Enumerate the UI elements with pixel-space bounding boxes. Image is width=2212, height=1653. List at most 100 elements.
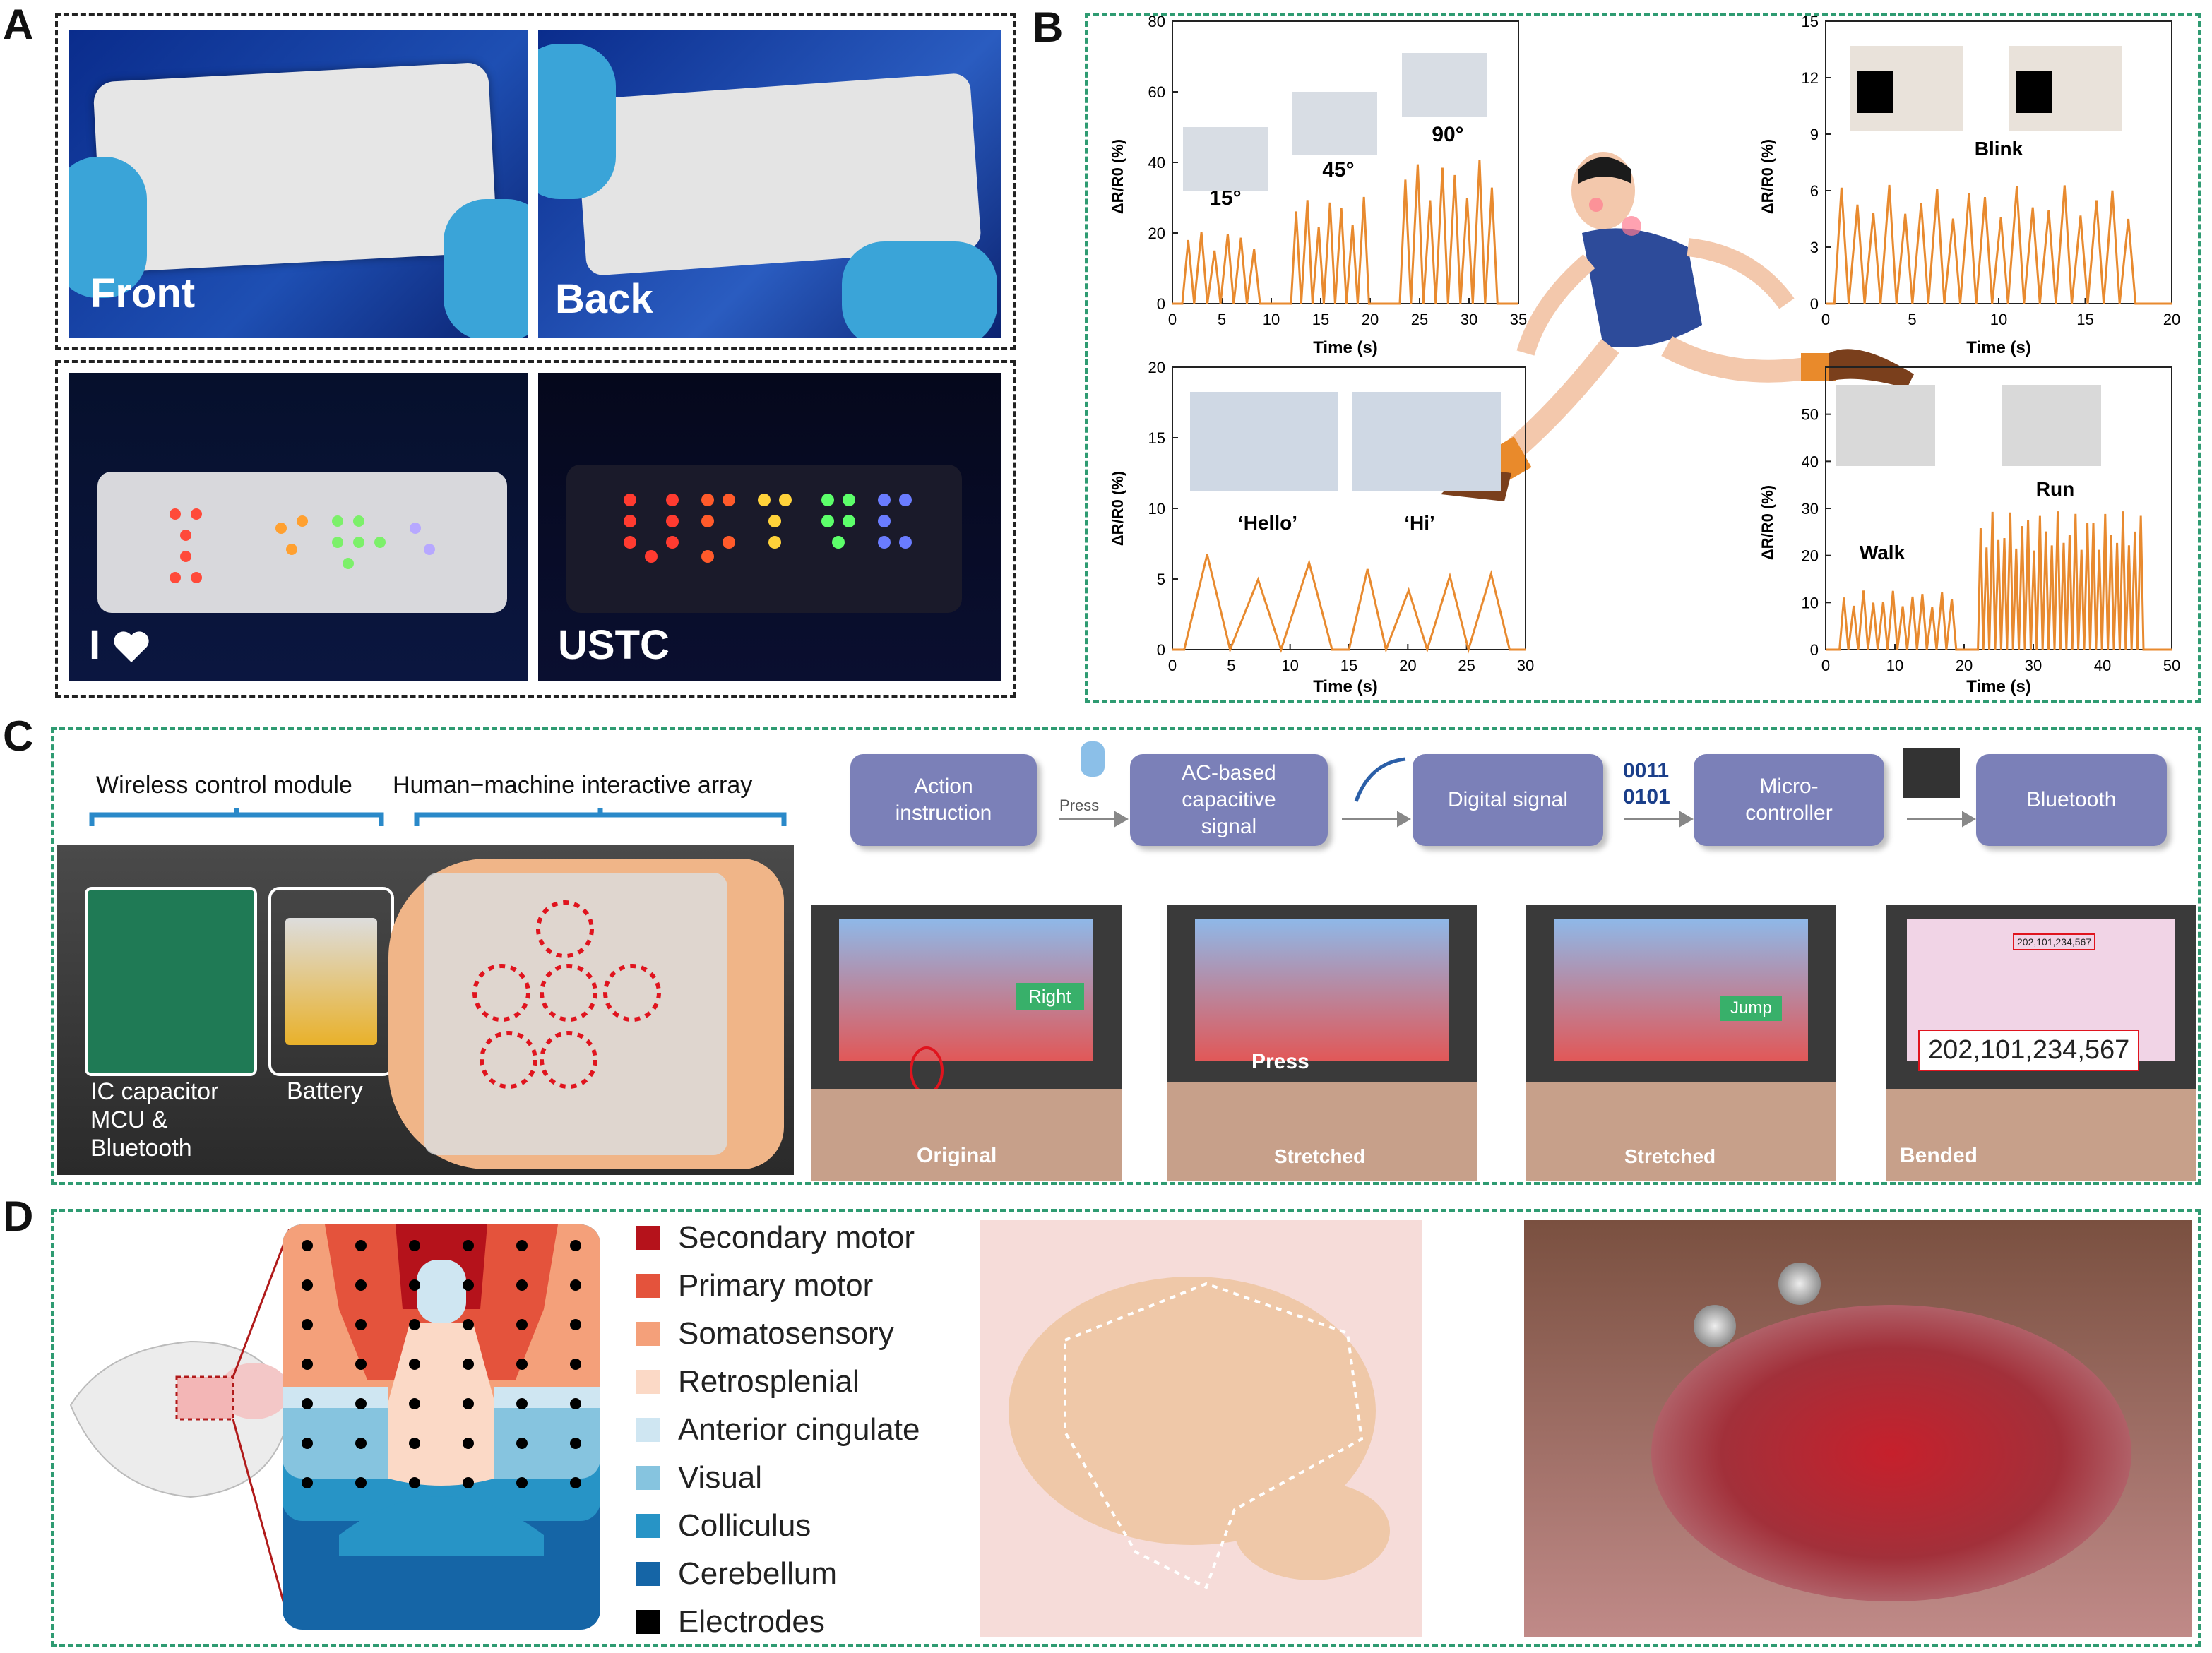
legend-item: Cerebellum [636, 1556, 837, 1592]
y-tick-label: 60 [1148, 83, 1165, 101]
legend-label: Secondary motor [678, 1220, 915, 1255]
electrode-dot [570, 1398, 581, 1409]
y-tick-label: 15 [1802, 14, 1819, 30]
legend-item: Anterior cingulate [636, 1412, 920, 1448]
legend-item: Retrosplenial [636, 1364, 860, 1400]
plot-walk-ylabel: ΔR/R0 (%) [1759, 485, 1776, 560]
caption-front: Front [90, 270, 196, 316]
legend-item: Secondary motor [636, 1220, 915, 1255]
x-tick-label: 25 [1411, 311, 1428, 328]
flow-action-instruction: Action instruction [850, 754, 1037, 846]
electrode-dot [570, 1279, 581, 1291]
circle-highlight-1 [910, 1046, 944, 1094]
electrode-dot [355, 1398, 367, 1409]
blink-mask-2 [2016, 71, 2052, 113]
touch-points [472, 900, 661, 1089]
finger-photo-90 [1402, 53, 1487, 117]
electrode-dot [409, 1240, 420, 1251]
electrode-dot [463, 1240, 474, 1251]
y-tick-label: 6 [1810, 182, 1819, 200]
screw-1 [1694, 1305, 1736, 1347]
photo-front: Front [69, 30, 528, 338]
electrode-dot [302, 1438, 313, 1449]
electrode-dot [570, 1438, 581, 1449]
legend-swatch [636, 1466, 660, 1490]
x-tick-label: 0 [1168, 311, 1177, 328]
x-tick-label: 50 [2163, 657, 2180, 674]
caption-original: Original [917, 1144, 997, 1167]
x-tick-label: 30 [1461, 311, 1477, 328]
laptop-original: Right Original [811, 905, 1122, 1181]
heart-icon [114, 631, 149, 662]
x-tick-label: 30 [2025, 657, 2042, 674]
x-tick-label: 30 [1517, 657, 1534, 674]
electrode-dot [516, 1438, 528, 1449]
y-tick-label: 30 [1802, 500, 1819, 518]
x-tick-label: 0 [1821, 657, 1830, 674]
y-tick-label: 15 [1148, 429, 1165, 447]
electrode-dot [516, 1477, 528, 1488]
electrode-dot [302, 1319, 313, 1330]
y-tick-label: 0 [1810, 295, 1819, 313]
laptop-stretched-jump: Jump Stretched [1526, 905, 1836, 1181]
series-line [1826, 184, 2172, 305]
x-tick-label: 15 [1340, 657, 1357, 674]
electrode-dot [516, 1319, 528, 1330]
label-wireless-module: Wireless control module [96, 772, 352, 799]
legend-label: Electrodes [678, 1604, 825, 1639]
ic-board [85, 887, 257, 1076]
legend-swatch [636, 1226, 660, 1250]
legend-swatch [636, 1610, 660, 1634]
electrode-dot [302, 1279, 313, 1291]
binary-line-1: 0011 [1623, 759, 1670, 782]
surgical-site [1651, 1305, 2131, 1601]
panel-label-b: B [1033, 4, 1064, 51]
legend-label: Retrosplenial [678, 1364, 860, 1399]
y-tick-label: 50 [1802, 406, 1819, 424]
x-tick-label: 5 [1908, 311, 1916, 328]
series-line [1172, 160, 1518, 305]
finger-photo-15 [1183, 127, 1268, 191]
label-45-deg: 45° [1322, 158, 1354, 181]
plot-walk-xlabel: Time (s) [1966, 677, 2031, 696]
caption-stretched-1: Stretched [1274, 1145, 1366, 1167]
caption-ustc: USTC [558, 622, 670, 668]
plot-finger-ylabel: ΔR/R0 (%) [1109, 139, 1126, 214]
electrode-dot [409, 1398, 420, 1409]
y-tick-label: 80 [1148, 14, 1165, 30]
flow-arrows [1059, 741, 1977, 828]
label-hi: ‘Hi’ [1404, 512, 1435, 534]
series-line [1826, 511, 2172, 651]
hands-3 [1526, 1082, 1836, 1181]
electrode-dot [570, 1359, 581, 1370]
glove-back-left [538, 44, 616, 199]
y-tick-label: 10 [1802, 594, 1819, 611]
screw-2 [1778, 1263, 1821, 1305]
game-screen-2 [1195, 919, 1449, 1061]
caption-bended: Bended [1900, 1144, 1978, 1167]
surgery-photo [1524, 1220, 2192, 1637]
electrode-dot [409, 1477, 420, 1488]
electrode-dot [409, 1359, 420, 1370]
y-tick-label: 20 [1148, 360, 1165, 376]
legend-label: Anterior cingulate [678, 1412, 920, 1447]
glove-right [444, 199, 528, 338]
x-tick-label: 15 [2076, 311, 2093, 328]
y-tick-label: 12 [1802, 69, 1819, 87]
electrode-dot [570, 1477, 581, 1488]
chip-icon [1903, 748, 1960, 798]
legend-item: Electrodes [636, 1604, 825, 1640]
electrode-dot [409, 1438, 420, 1449]
screen-number: 202,101,234,567 [2013, 933, 2096, 950]
run-photo [2002, 385, 2101, 466]
panel-d-frame [51, 1209, 2201, 1647]
electrode-dot [463, 1438, 474, 1449]
hands-1 [811, 1089, 1122, 1181]
legend-label: Primary motor [678, 1268, 874, 1303]
led-array-ustc [624, 494, 912, 563]
y-tick-label: 5 [1157, 571, 1165, 588]
electrode-dot [409, 1319, 420, 1330]
neck-photo-hi [1352, 392, 1501, 491]
